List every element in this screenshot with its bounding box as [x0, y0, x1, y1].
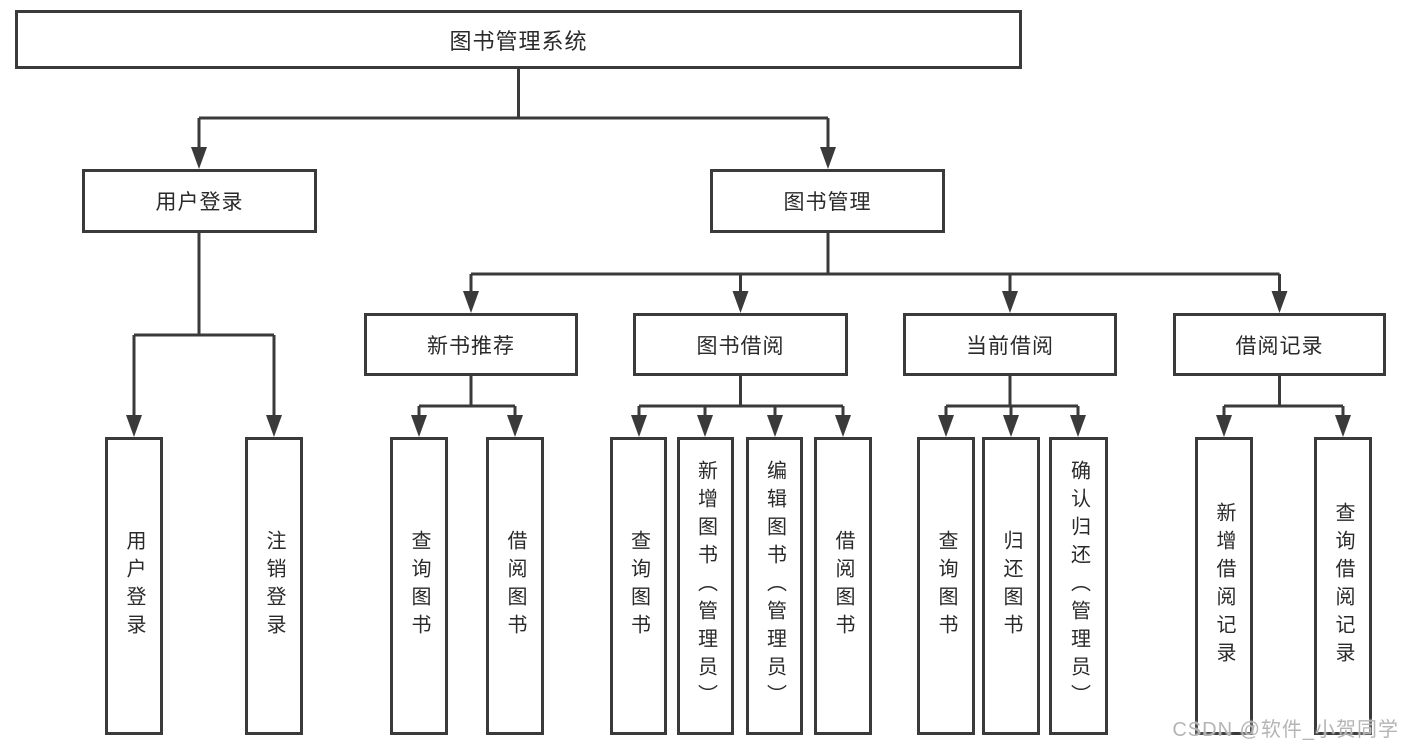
node-borrow-records: 借阅记录 [1173, 313, 1386, 376]
leaf-edit-book-admin: 编辑图书（管理员） [746, 437, 803, 735]
leaf-query-books-borrow: 查询图书 [610, 437, 667, 735]
leaf-user-login: 用户登录 [105, 437, 163, 735]
leaf-confirm-return-admin: 确认归还（管理员） [1049, 437, 1108, 735]
node-user-login: 用户登录 [82, 169, 317, 233]
node-root: 图书管理系统 [15, 10, 1022, 69]
leaf-query-books-current: 查询图书 [917, 437, 975, 735]
node-book-borrow: 图书借阅 [633, 313, 848, 376]
leaf-return-book: 归还图书 [982, 437, 1040, 735]
node-new-book-recommend: 新书推荐 [364, 313, 578, 376]
node-book-management: 图书管理 [710, 169, 945, 233]
leaf-add-book-admin: 新增图书（管理员） [677, 437, 734, 735]
leaf-query-books-recommend: 查询图书 [390, 437, 448, 735]
leaf-borrow-books-borrow: 借阅图书 [814, 437, 872, 735]
csdn-watermark: CSDN @软件_小贺同学 [1172, 719, 1399, 741]
leaf-add-borrow-record: 新增借阅记录 [1195, 437, 1253, 735]
leaf-logout: 注销登录 [245, 437, 303, 735]
leaf-borrow-books-recommend: 借阅图书 [486, 437, 544, 735]
leaf-query-borrow-record: 查询借阅记录 [1314, 437, 1372, 735]
node-current-borrow: 当前借阅 [903, 313, 1117, 376]
